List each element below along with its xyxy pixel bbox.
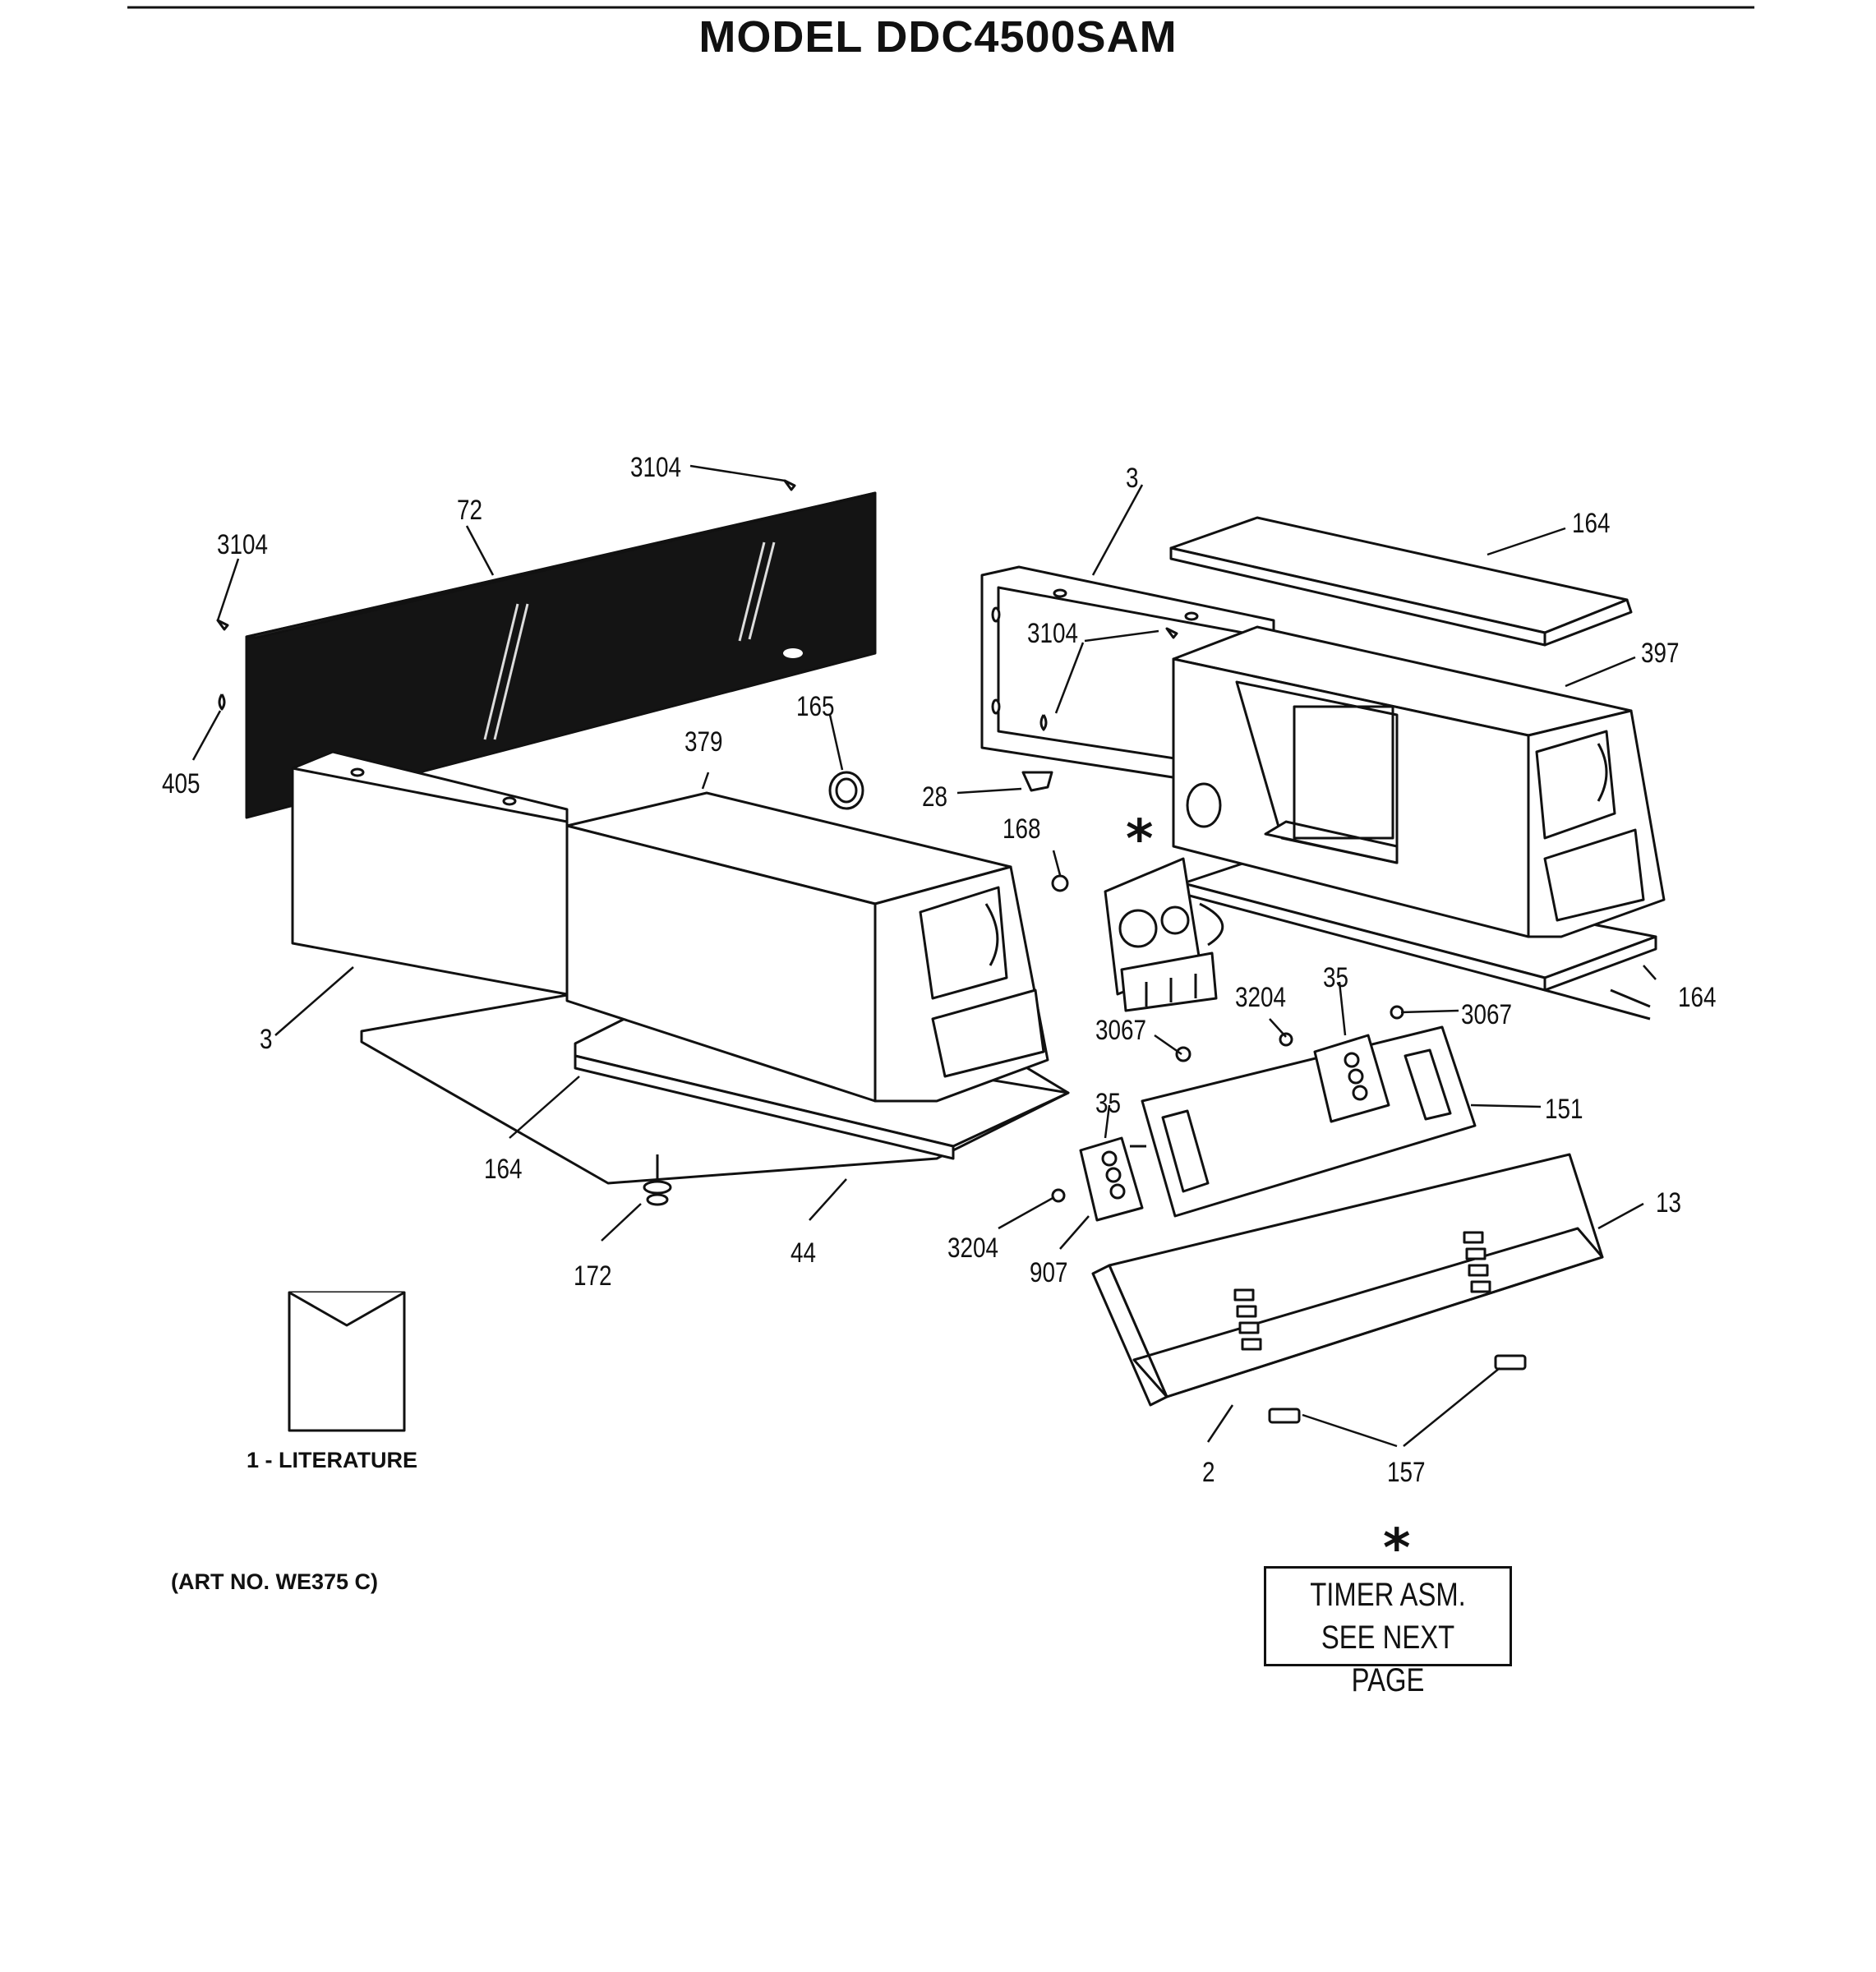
top-rule: [127, 6, 1754, 9]
callout-397: 397: [1641, 638, 1680, 669]
callout-379: 379: [684, 726, 723, 758]
callout-3067-right: 3067: [1461, 999, 1513, 1030]
control-panel: [1091, 1153, 1604, 1407]
small-hardware: [216, 479, 1404, 1206]
callout-164-bottom: 164: [484, 1154, 523, 1185]
right-bottom-plate: [1182, 857, 1657, 1021]
left-switch: [1079, 1136, 1146, 1222]
left-cabinet-box: [565, 791, 1049, 1103]
timer-asterisk: *: [1126, 809, 1154, 870]
control-buttons: [1268, 1354, 1527, 1424]
callout-3104-mid: 3104: [1027, 618, 1079, 649]
callout-72: 72: [457, 495, 483, 526]
callout-35-right: 35: [1323, 962, 1349, 993]
callout-2: 2: [1202, 1457, 1215, 1488]
model-title: MODEL DDC4500SAM: [698, 12, 1178, 62]
art-number: (ART NO. WE375 C): [171, 1569, 379, 1594]
right-cabinet-box: [1172, 625, 1666, 938]
callout-13: 13: [1656, 1187, 1682, 1219]
switch-bracket: [1141, 1025, 1477, 1218]
callout-172: 172: [574, 1260, 612, 1292]
callout-164-top: 164: [1572, 508, 1611, 539]
callout-168: 168: [1003, 813, 1041, 845]
timer-note-box: TIMER ASM. SEE NEXT PAGE: [1264, 1566, 1512, 1698]
top-cover-plate: [1169, 516, 1633, 647]
callout-405: 405: [162, 768, 201, 799]
callout-3104-left: 3104: [217, 529, 269, 560]
timer-assembly: [1104, 857, 1224, 1012]
right-switch: [1313, 1034, 1390, 1123]
timer-note-line1: TIMER ASM.: [1310, 1577, 1466, 1613]
leader-lines: [191, 464, 1657, 1448]
callout-164-right: 164: [1678, 982, 1717, 1013]
callout-3-left: 3: [260, 1024, 273, 1055]
callout-3204-right: 3204: [1235, 982, 1287, 1013]
callout-165: 165: [796, 691, 835, 722]
literature-envelope: [288, 1291, 406, 1432]
timer-note-line2: SEE NEXT PAGE: [1321, 1620, 1455, 1698]
front-glass-panel: [245, 491, 877, 819]
callout-3204-left: 3204: [947, 1232, 999, 1264]
callout-3067-left: 3067: [1095, 1015, 1147, 1046]
callout-3-top: 3: [1126, 463, 1139, 494]
callout-44: 44: [791, 1237, 817, 1269]
callout-3104-top: 3104: [630, 452, 682, 483]
callout-157: 157: [1387, 1457, 1426, 1488]
left-side-panel: [291, 750, 569, 996]
callout-35-left: 35: [1095, 1088, 1122, 1119]
callout-28: 28: [922, 781, 948, 813]
callout-151: 151: [1545, 1094, 1583, 1125]
callout-907: 907: [1030, 1257, 1068, 1288]
literature-label: 1 - LITERATURE: [247, 1448, 417, 1472]
